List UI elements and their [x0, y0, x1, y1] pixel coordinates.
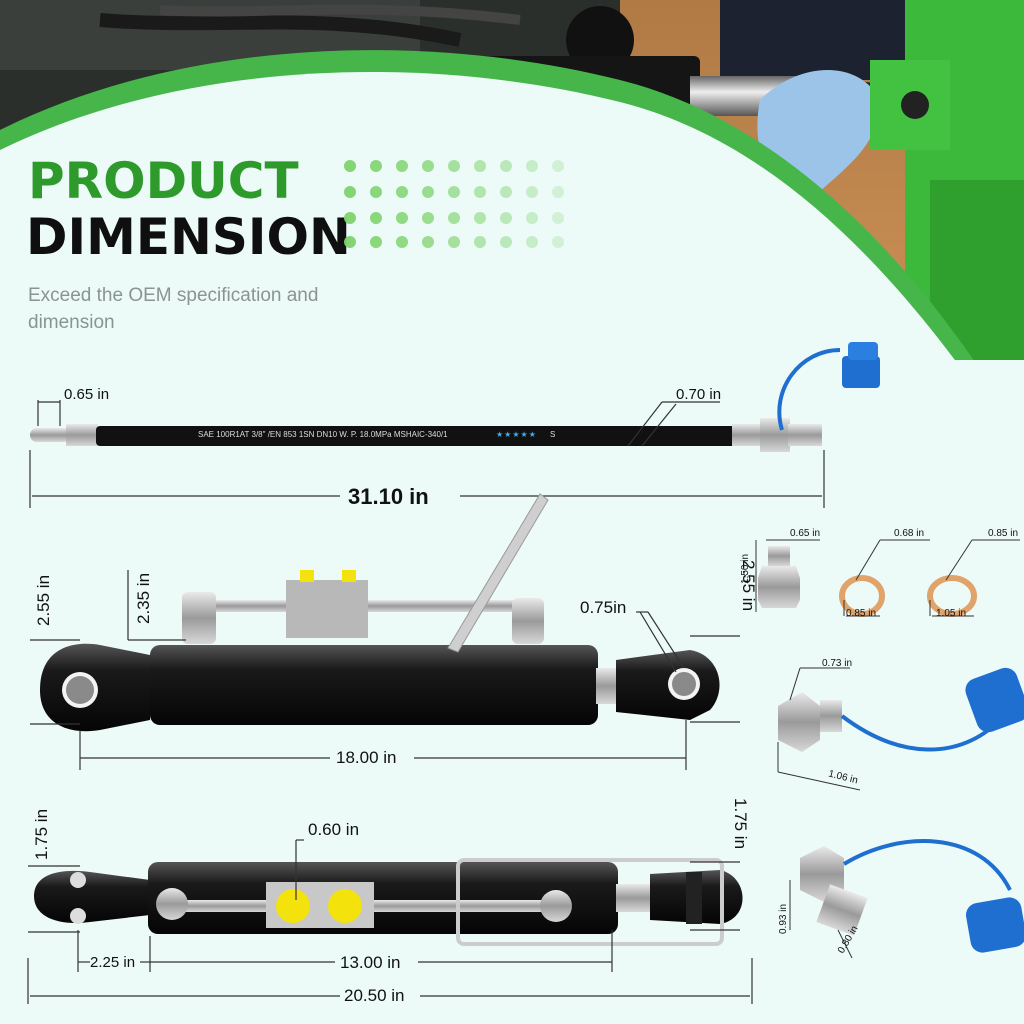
cyl-side-length-label: 18.00 in: [336, 748, 397, 767]
hose-end-diameter-label: 0.65 in: [64, 386, 110, 403]
quick-coupler-2: [800, 839, 1024, 953]
top-link-cylinder-top: [34, 858, 743, 946]
top-link-cylinder-side: [40, 493, 720, 732]
subtitle: Exceed the OEM specification and dimensi…: [28, 285, 319, 333]
hose-printed-text: SAE 100R1AT 3/8" /EN 853 1SN DN10 W. P. …: [198, 430, 448, 439]
heading-product: PRODUCT: [28, 152, 299, 210]
adapter-fitting: [758, 546, 800, 608]
washer2-inner-label: 1.05 in: [936, 608, 967, 619]
copper-washer-1: [839, 575, 885, 617]
hose-body-diameter-label: 0.70 in: [676, 386, 722, 403]
hose-star-marks: ★★★★★: [496, 430, 537, 439]
cyl-top-port-label: 0.60 in: [308, 820, 360, 839]
hose-length-label: 31.10 in: [348, 484, 429, 509]
washer1-inner-label: 0.85 in: [846, 608, 877, 619]
quick-coupler-1: [778, 667, 1024, 752]
adapter-width-label: 0.65 in: [790, 528, 821, 539]
washer2-outer-label: 0.85 in: [988, 528, 1019, 539]
dot-grid-decoration: [344, 160, 564, 248]
cyl-side-eye-label: 0.75in: [580, 598, 627, 617]
top-photo-band: [0, 0, 1024, 360]
cyl-top-left-height-label: 1.75 in: [32, 808, 51, 860]
hydraulic-hose: [30, 342, 880, 452]
cyl-side-left-height-label: 2.55 in: [34, 574, 53, 626]
cyl-top-eye-offset-label: 2.25 in: [90, 954, 136, 971]
heading-dimension: DIMENSION: [26, 208, 351, 266]
cyl-top-total-length-label: 20.50 in: [344, 986, 405, 1005]
coupler1-top-label: 0.73 in: [822, 658, 853, 669]
washer1-outer-label: 0.68 in: [894, 528, 925, 539]
cyl-top-stroke-label: 13.00 in: [340, 953, 401, 972]
coupler2-left-label: 0.93 in: [778, 903, 789, 934]
cyl-side-valve-height-label: 2.35 in: [134, 572, 153, 624]
cyl-top-right-height-label: 1.75 in: [731, 798, 750, 850]
copper-washer-2: [927, 575, 977, 617]
hose-print-mark: S: [550, 430, 556, 439]
adapter-height-label: 1.50 in: [740, 553, 751, 584]
